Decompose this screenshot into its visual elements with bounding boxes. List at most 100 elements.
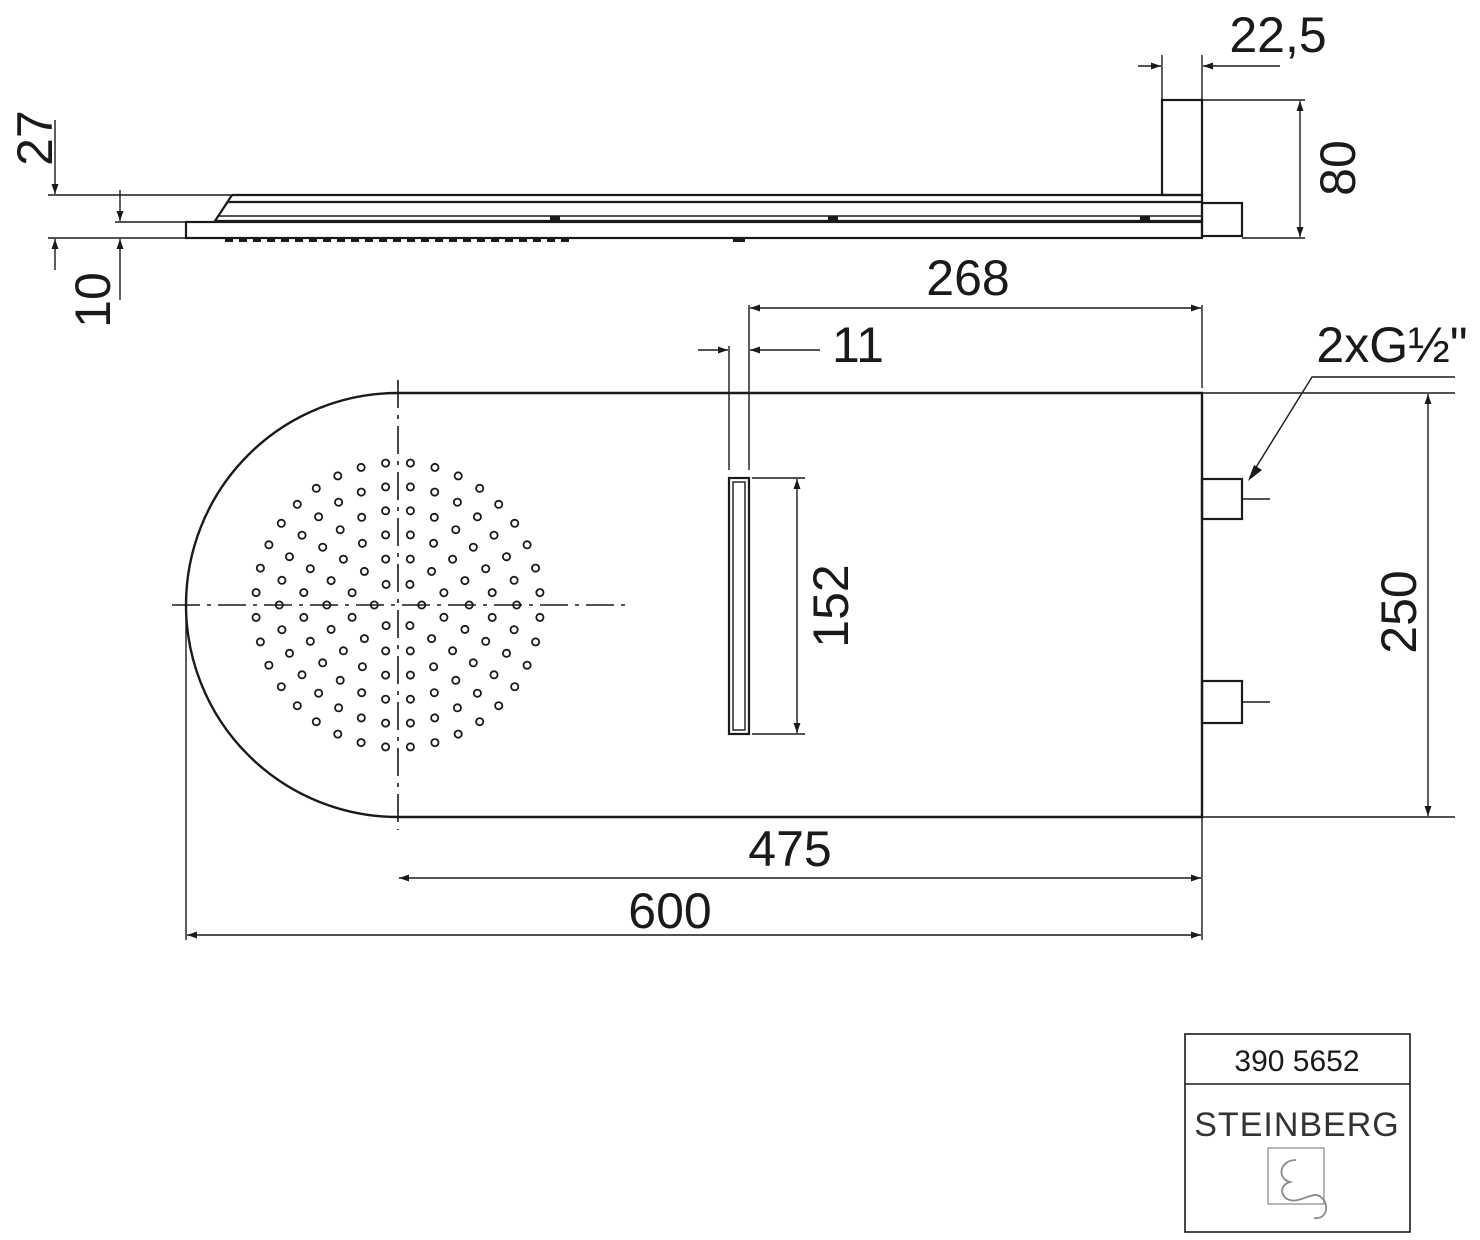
dim-top-right-width: 22,5 (1229, 7, 1326, 63)
nozzle-116 (381, 458, 391, 468)
nozzle-59 (487, 588, 497, 598)
nozzle-119 (453, 471, 463, 481)
nozzle-3 (369, 600, 379, 610)
nozzle-2 (381, 621, 391, 631)
dim-slot-offset: 268 (926, 250, 1009, 306)
nozzle-37 (481, 636, 491, 646)
nozzle-11 (347, 612, 357, 622)
nozzle-118 (430, 462, 440, 472)
nozzle-64 (472, 688, 482, 698)
nozzle-55 (429, 512, 439, 522)
nozzle-68 (381, 718, 391, 728)
nozzle-10 (359, 634, 369, 644)
nozzle-89 (509, 575, 519, 585)
nozzle-60 (512, 600, 522, 610)
nozzle-121 (494, 499, 504, 509)
nozzle-113 (311, 483, 321, 493)
nozzle-111 (276, 518, 286, 528)
nozzle-7 (427, 634, 437, 644)
nozzle-25 (338, 646, 348, 656)
nozzle-107 (251, 612, 261, 622)
nozzle-86 (472, 512, 482, 522)
nozzle-110 (264, 540, 274, 550)
nozzle-pattern (251, 458, 545, 752)
brand-name: STEINBERG (1194, 1106, 1399, 1144)
nozzle-90 (535, 612, 545, 622)
nozzle-26 (326, 624, 336, 634)
slot-outer (727, 476, 751, 736)
nozzle-28 (326, 576, 336, 586)
nozzle-58 (481, 564, 491, 574)
nozzle-87 (489, 530, 499, 540)
slot-inner (732, 481, 746, 731)
bottom-panel (184, 220, 1204, 240)
nozzle-42 (381, 694, 391, 704)
dim-panel-thickness: 10 (65, 272, 121, 328)
nozzle-100 (356, 738, 366, 748)
nozzle-109 (255, 563, 265, 573)
nozzle-14 (381, 554, 391, 564)
nozzle-83 (405, 482, 415, 492)
nozzle-22 (405, 670, 415, 680)
title-block: 390 5652 STEINBERG (1184, 1033, 1411, 1233)
dim-slot-length: 152 (803, 564, 859, 647)
nozzle-17 (439, 588, 449, 598)
nozzle-53 (381, 506, 391, 516)
dim-arm-height: 80 (1310, 140, 1366, 196)
nozzle-91 (531, 637, 541, 647)
nozzle-56 (451, 525, 461, 535)
nozzle-8 (405, 646, 415, 656)
nozzle-16 (427, 566, 437, 576)
nozzle-1 (405, 621, 415, 631)
nozzle-21 (429, 662, 439, 672)
nozzle-32 (405, 530, 415, 540)
nozzle-77 (284, 552, 294, 562)
nozzle-15 (405, 554, 415, 564)
nozzle-105 (264, 660, 274, 670)
dim-rect-length: 475 (748, 821, 831, 877)
nozzle-46 (305, 636, 315, 646)
nozzle-114 (333, 471, 343, 481)
nozzle-24 (357, 662, 367, 672)
nozzle-19 (460, 624, 470, 634)
nozzle-104 (276, 682, 286, 692)
nozzle-54 (405, 506, 415, 516)
nozzle-80 (334, 497, 344, 507)
nozzle-20 (448, 646, 458, 656)
nozzle-9 (381, 646, 391, 656)
nozzle-65 (452, 703, 462, 713)
nozzle-69 (356, 713, 366, 723)
nozzle-43 (357, 688, 367, 698)
nozzle-71 (314, 688, 324, 698)
nozzle-0 (417, 600, 427, 610)
nozzle-12 (347, 588, 357, 598)
nozzle-82 (381, 482, 391, 492)
nozzle-34 (448, 554, 458, 564)
nozzle-63 (489, 670, 499, 680)
nozzle-30 (357, 538, 367, 548)
nozzle-31 (381, 530, 391, 540)
connector-lower (1200, 679, 1244, 725)
nozzle-66 (430, 713, 440, 723)
nozzle-48 (299, 588, 309, 598)
dim-slot-width: 11 (832, 317, 884, 373)
top-view: 268 11 152 2xG½" 250 475 600 (172, 250, 1468, 940)
nozzle-41 (405, 694, 415, 704)
nozzle-112 (292, 499, 302, 509)
nozzle-102 (311, 717, 321, 727)
article-number: 390 5652 (1234, 1045, 1359, 1078)
nozzle-40 (429, 688, 439, 698)
nozzle-4 (381, 579, 391, 589)
nozzle-45 (318, 658, 328, 668)
nozzle-67 (405, 718, 415, 728)
nozzle-99 (381, 742, 391, 752)
nozzle-122 (510, 518, 520, 528)
nozzle-84 (430, 487, 440, 497)
nozzle-18 (464, 600, 474, 610)
nozzle-27 (322, 600, 332, 610)
nozzle-62 (501, 648, 511, 658)
nozzle-13 (359, 566, 369, 576)
nozzle-49 (305, 564, 315, 574)
nozzle-96 (453, 729, 463, 739)
nozzle-39 (451, 675, 461, 685)
